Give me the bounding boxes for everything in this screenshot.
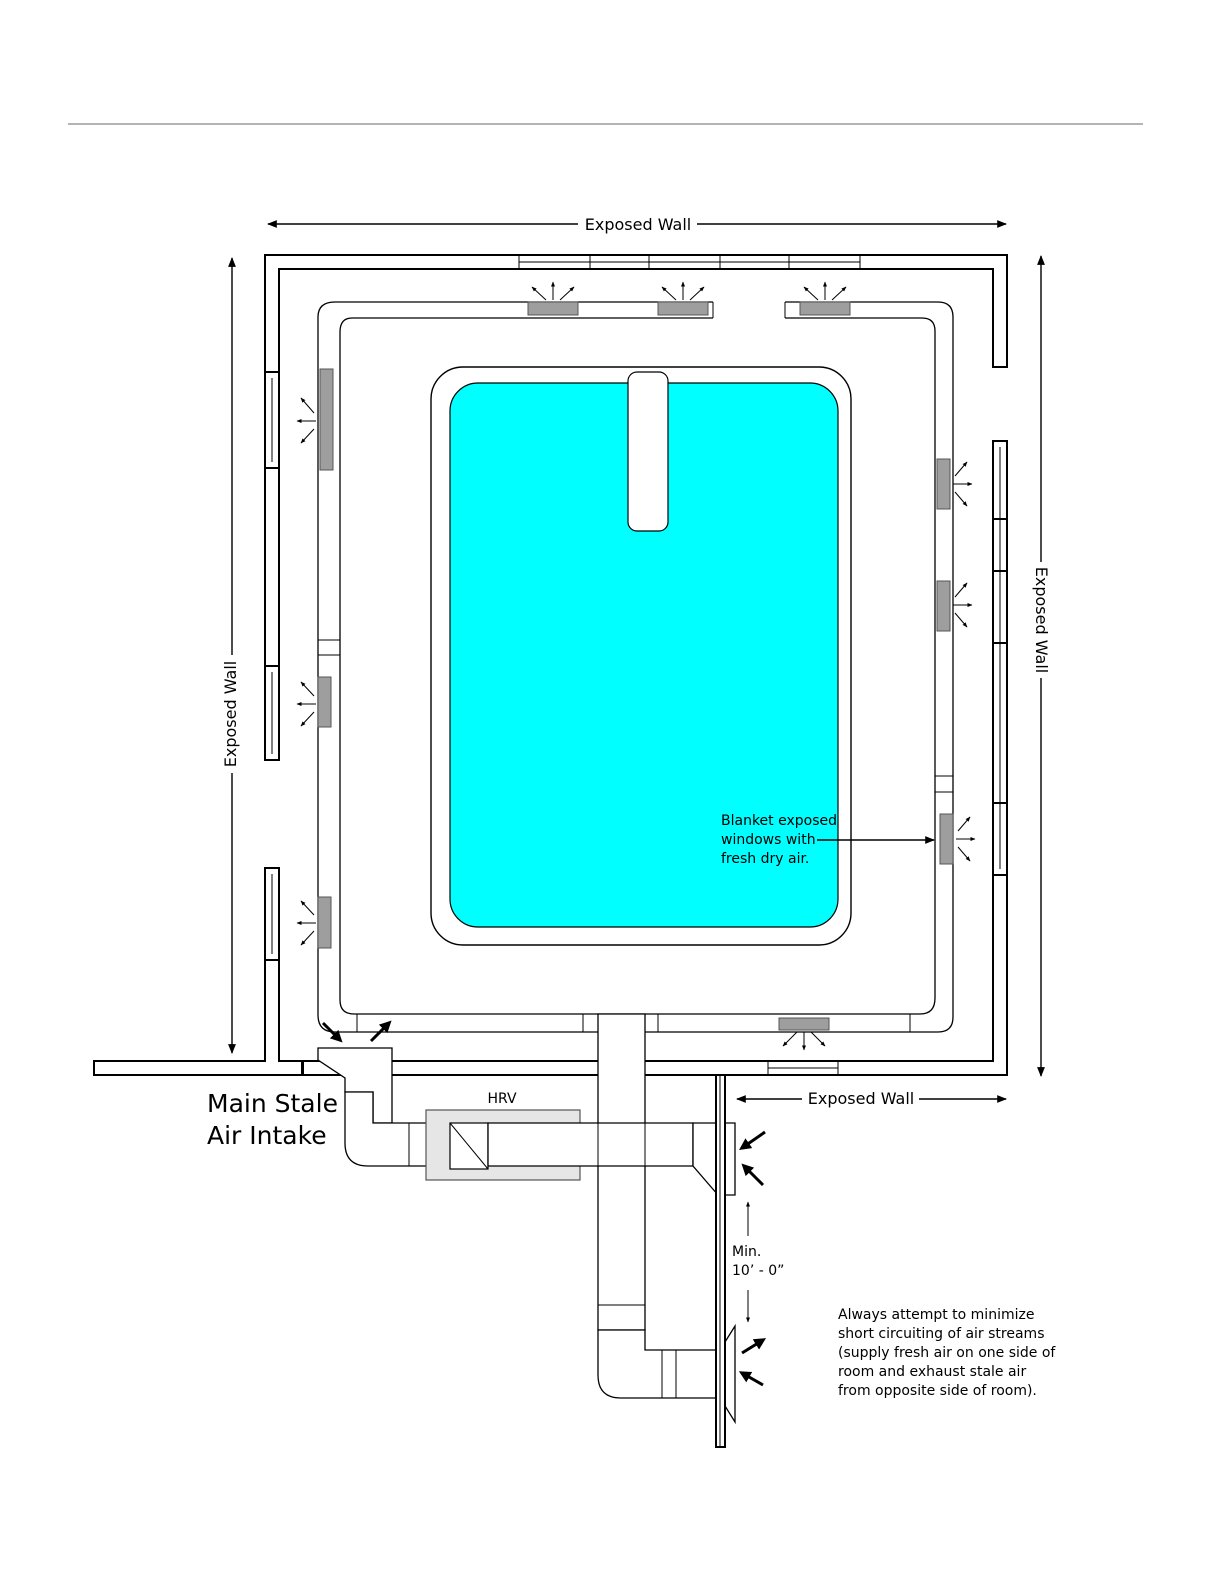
min-dim-line-2: 10’ - 0” xyxy=(732,1263,784,1279)
note-line-5: from opposite side of room). xyxy=(838,1383,1037,1399)
vent-left-2 xyxy=(318,677,331,727)
note-line-3: (supply fresh air on one side of xyxy=(838,1345,1056,1361)
vent-right-3 xyxy=(940,814,953,864)
note-line-2: short circuiting of air streams xyxy=(838,1326,1045,1342)
exposed-wall-right-label: Exposed Wall xyxy=(1032,567,1051,673)
exposed-wall-left-label: Exposed Wall xyxy=(221,661,240,767)
vent-left-1 xyxy=(320,369,333,470)
vent-right-1 xyxy=(937,459,950,509)
vent-left-3 xyxy=(318,897,331,948)
blanket-note-line-3: fresh dry air. xyxy=(721,851,809,867)
note-line-1: Always attempt to minimize xyxy=(838,1307,1034,1323)
min-dim-line-1: Min. xyxy=(732,1244,761,1260)
vent-top-2 xyxy=(658,302,708,315)
note-line-4: room and exhaust stale air xyxy=(838,1364,1026,1380)
vent-top-3 xyxy=(800,302,850,315)
blanket-note-line-2: windows with xyxy=(721,832,816,848)
pool-steps xyxy=(628,372,668,531)
vent-right-2 xyxy=(937,581,950,631)
hrv-label: HRV xyxy=(487,1091,516,1107)
main-stale-line-2: Air Intake xyxy=(207,1121,327,1150)
exposed-wall-top-label: Exposed Wall xyxy=(585,215,691,234)
blanket-note-line-1: Blanket exposed xyxy=(721,813,837,829)
vent-bottom-1 xyxy=(779,1018,829,1030)
main-stale-line-1: Main Stale xyxy=(207,1089,338,1118)
exposed-wall-bottom-label: Exposed Wall xyxy=(808,1089,914,1108)
vent-top-1 xyxy=(528,302,578,315)
